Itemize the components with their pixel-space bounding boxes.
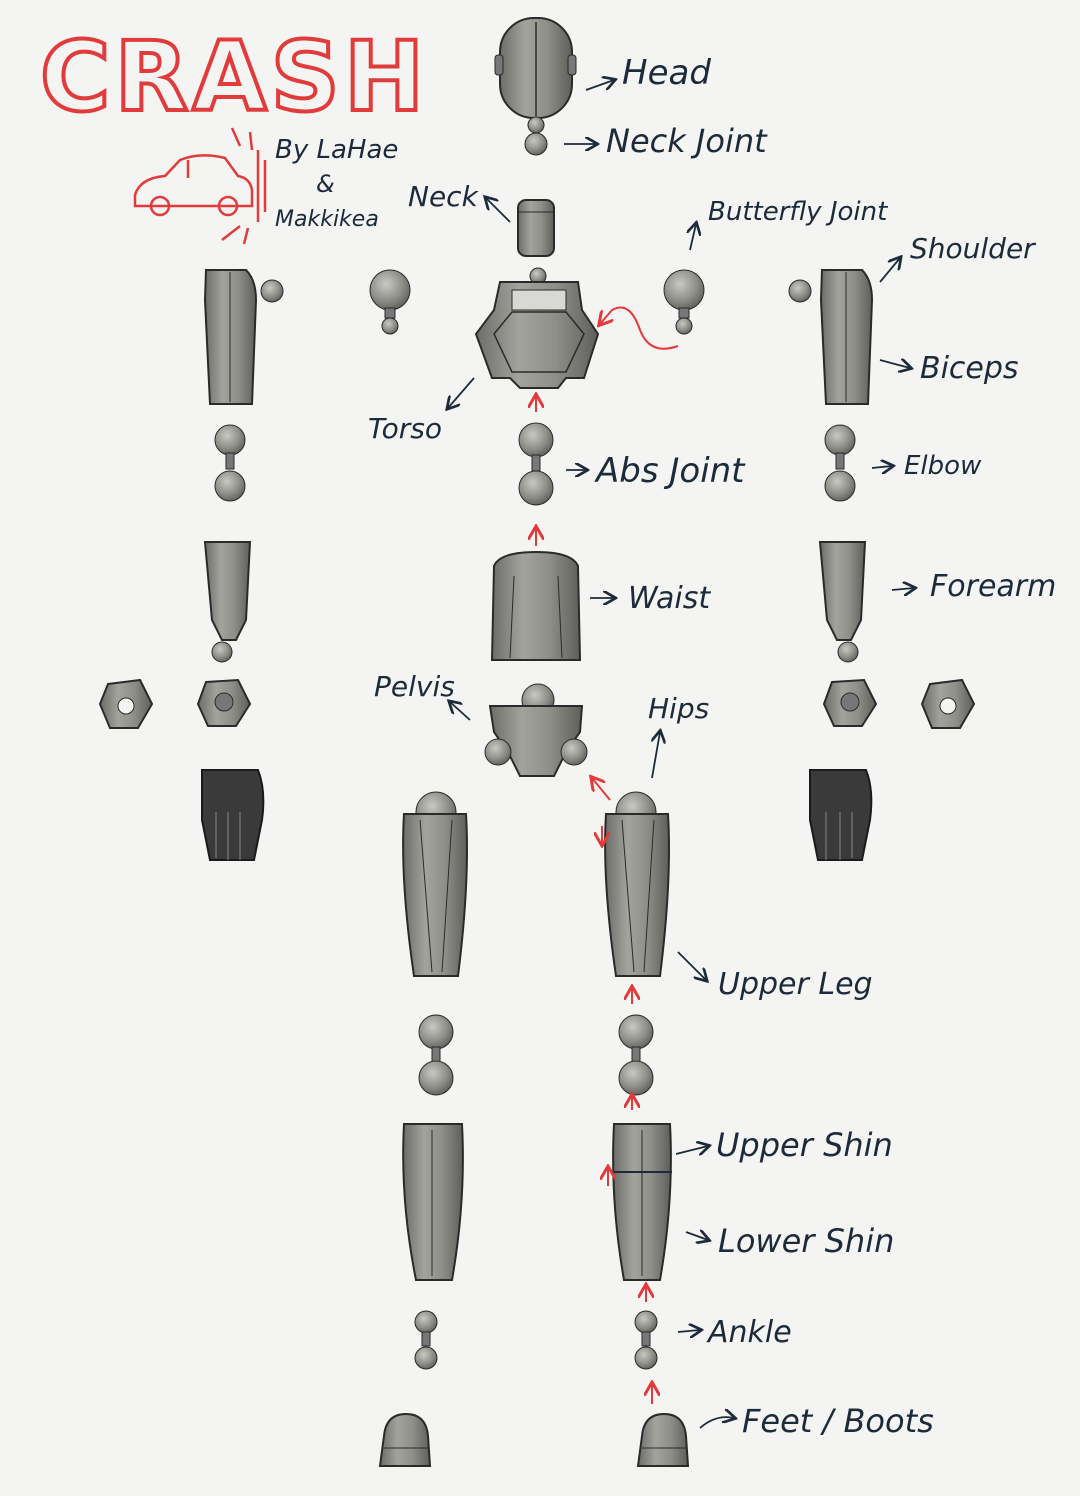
label-upper-shin: Upper Shin [716, 1126, 893, 1164]
part-waist [490, 550, 582, 661]
label-neck: Neck [408, 180, 480, 213]
part-butterfly-joint-left [369, 269, 411, 335]
part-shin-left [402, 1123, 464, 1281]
part-ankle-left [414, 1310, 438, 1370]
label-elbow: Elbow [904, 451, 982, 481]
label-abs-joint: Abs Joint [594, 451, 746, 491]
label-shoulder: Shoulder [910, 232, 1036, 265]
part-wrist-left [98, 678, 252, 729]
part-labels: Head Neck Joint Neck Butterfly Joint Sho… [368, 53, 1056, 1440]
label-ankle: Ankle [706, 1315, 792, 1350]
part-butterfly-joint-right [663, 269, 705, 335]
logo-title: CRASH [40, 21, 428, 133]
part-neck-joint [524, 116, 548, 156]
label-waist: Waist [628, 581, 711, 616]
credit-by: By LaHae [275, 135, 398, 165]
label-biceps: Biceps [920, 351, 1019, 386]
label-head: Head [622, 53, 711, 93]
part-hand-right [809, 769, 873, 861]
crashed-car-doodle [133, 127, 267, 245]
part-wrist-right [822, 678, 976, 729]
label-lower-shin: Lower Shin [718, 1222, 894, 1260]
crash-logo: CRASH [38, 19, 428, 135]
part-pelvis [484, 683, 588, 777]
part-upper-leg-left [402, 791, 468, 977]
part-upper-leg-right [604, 791, 670, 977]
part-elbow-right [824, 424, 856, 502]
part-forearm-left [203, 541, 252, 663]
part-biceps-left [203, 269, 284, 405]
part-neck [517, 199, 555, 257]
credit-author2: Makkikea [275, 207, 379, 232]
label-feet-boots: Feet / Boots [742, 1402, 934, 1440]
label-torso: Torso [368, 412, 442, 445]
label-upper-leg: Upper Leg [718, 967, 873, 1002]
credit-amp: & [316, 170, 335, 198]
label-arrows [448, 80, 914, 1429]
part-ankle-right [634, 1310, 658, 1370]
part-boot-left [378, 1412, 432, 1467]
part-knee-left [418, 1014, 454, 1096]
assembly-arrows [536, 306, 679, 1404]
part-abs-joint [518, 422, 554, 506]
label-butterfly-joint: Butterfly Joint [708, 197, 888, 227]
part-hand-left [201, 769, 265, 861]
part-elbow-left [214, 424, 246, 502]
part-biceps-right [788, 269, 874, 405]
part-knee-right [618, 1014, 654, 1096]
part-torso [474, 267, 600, 389]
part-forearm-right [818, 541, 867, 663]
part-boot-right [636, 1412, 690, 1467]
label-pelvis: Pelvis [374, 670, 455, 703]
label-forearm: Forearm [930, 569, 1056, 604]
part-shin-right [612, 1123, 672, 1281]
part-head [494, 17, 577, 119]
label-hips: Hips [648, 692, 709, 725]
label-neck-joint: Neck Joint [606, 122, 768, 160]
